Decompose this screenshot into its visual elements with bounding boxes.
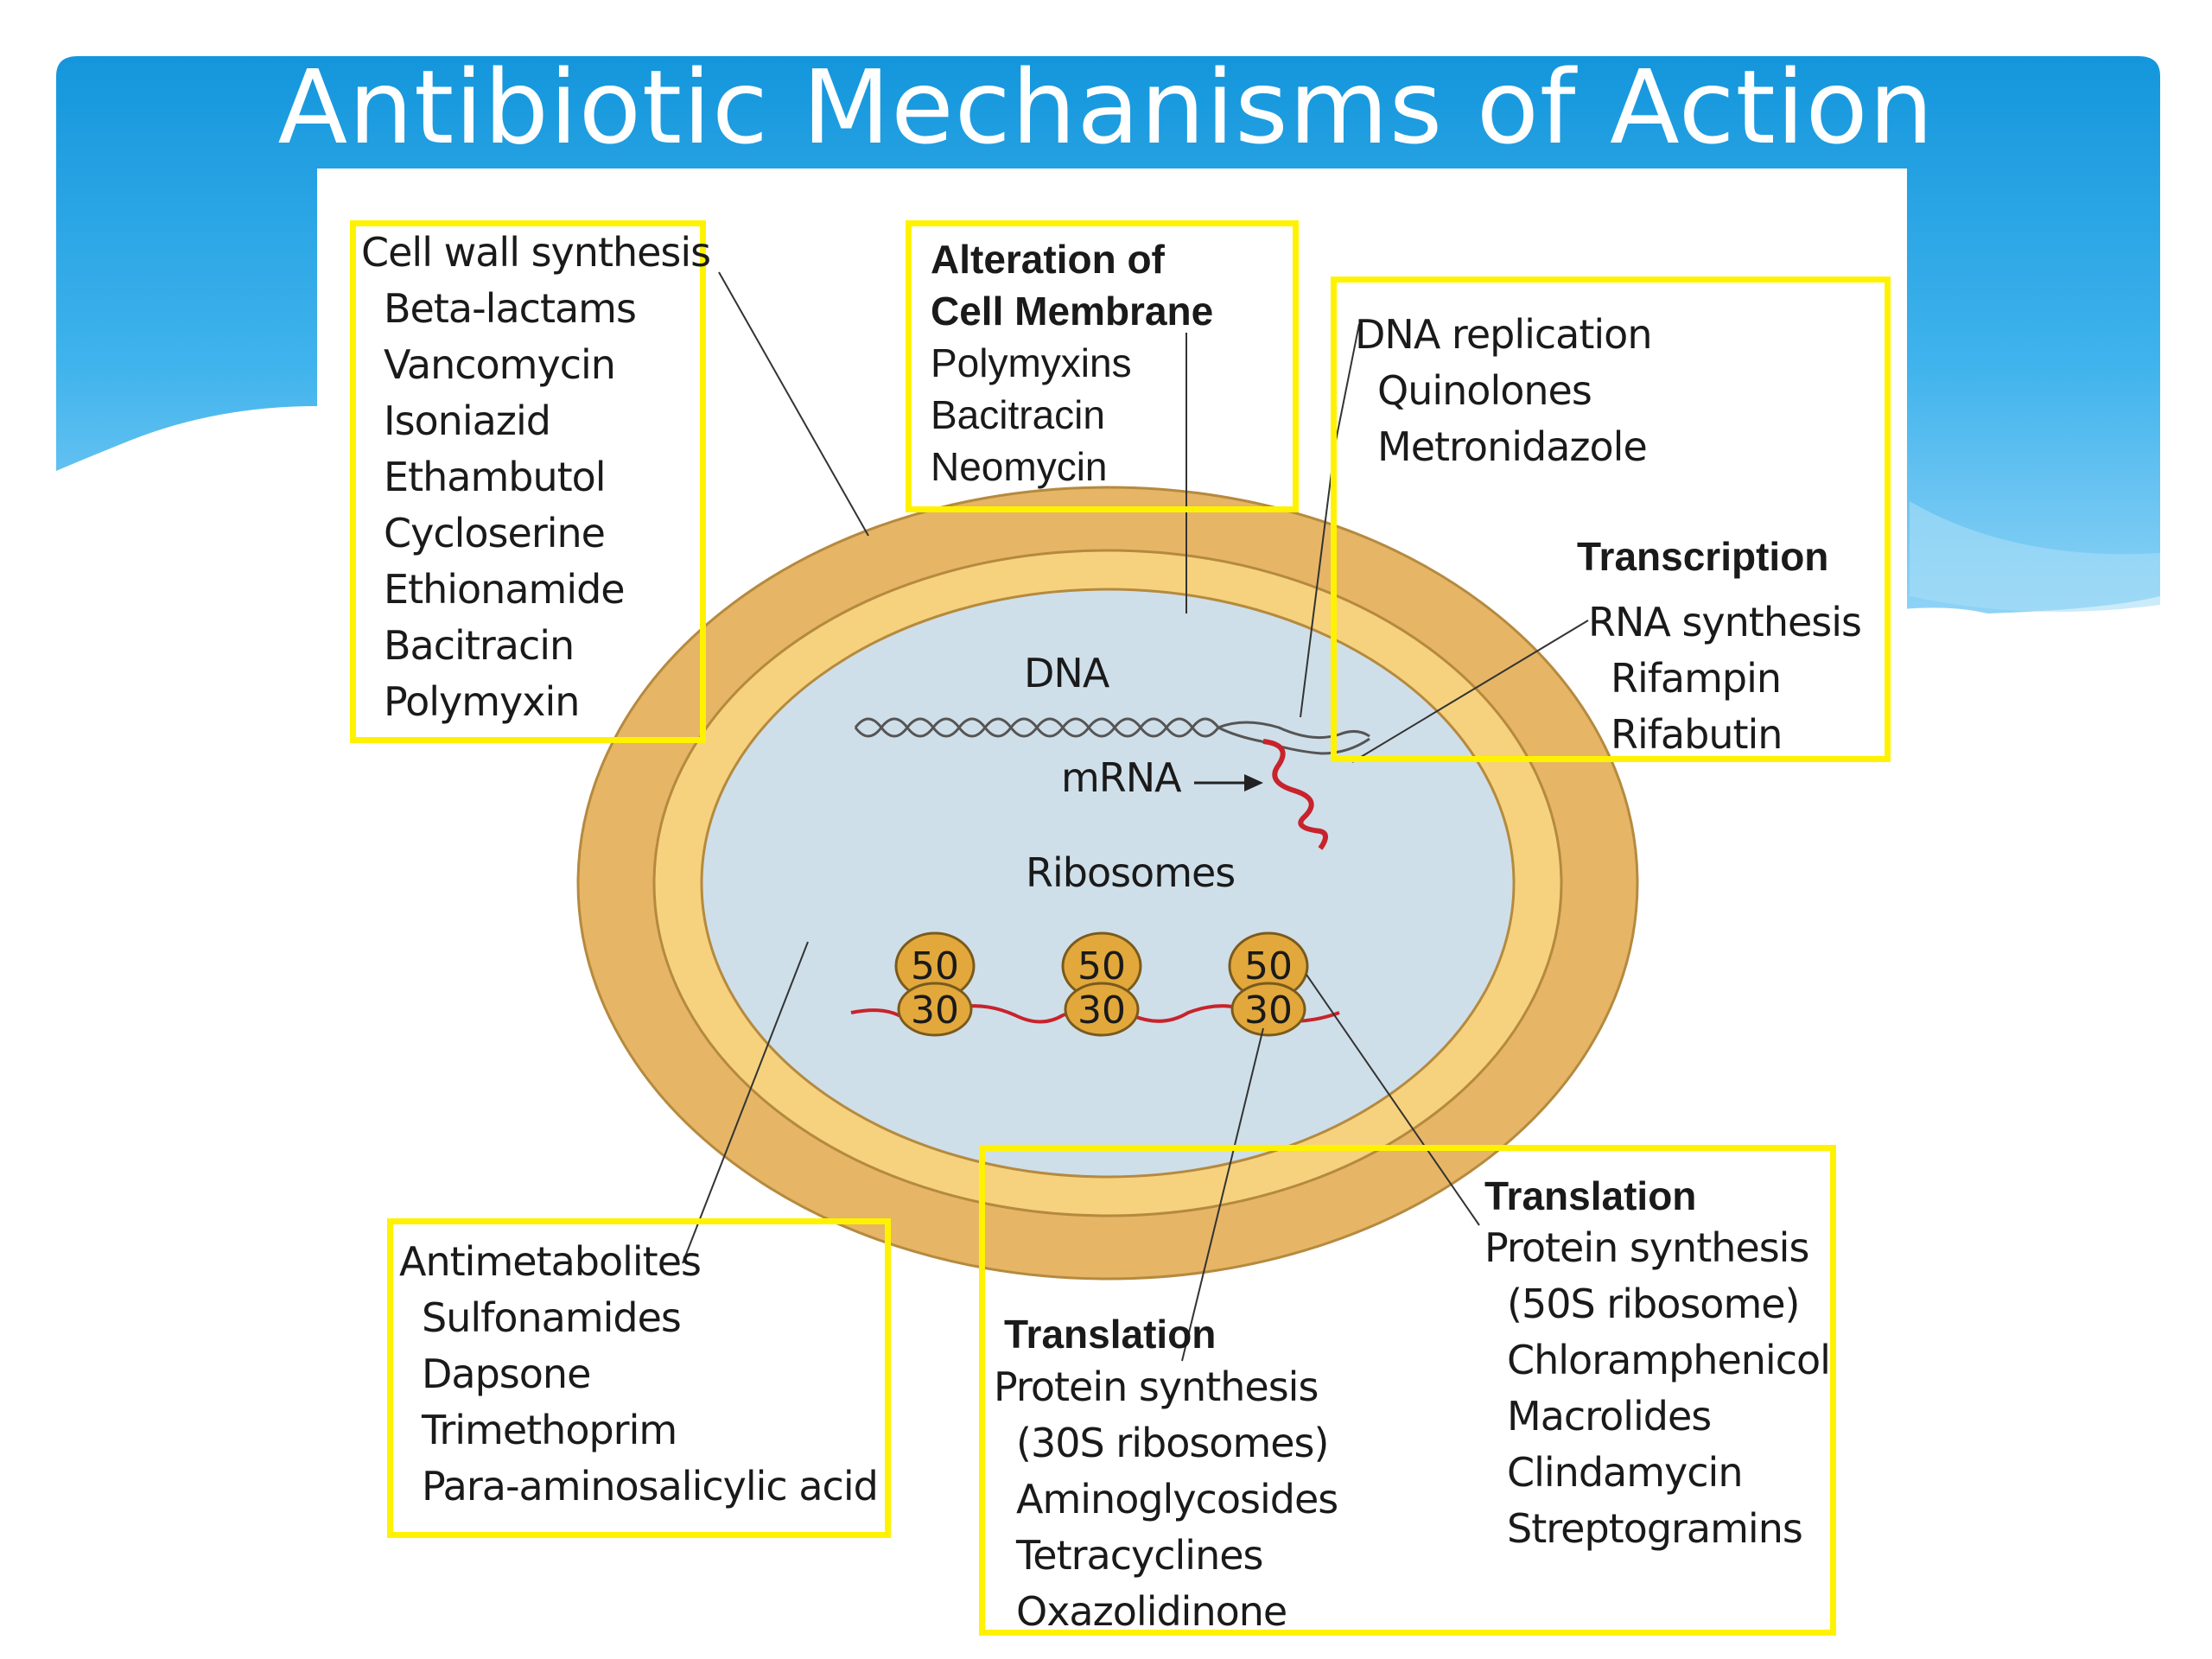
ribosome-2-large-label: 50	[1077, 944, 1126, 988]
leader-translation-30s	[1181, 1027, 1264, 1362]
drug-chloramphenicol: Chloramphenicol	[1507, 1337, 1831, 1383]
antimetabolites-group: Antimetabolites Sulfonamides Dapsone Tri…	[399, 1234, 879, 1515]
antimetabolites-box	[387, 1218, 891, 1538]
ribosome-3-large-label: 50	[1244, 944, 1293, 988]
transcription-group: RNA synthesis Rifampin Rifabutin	[1588, 594, 1862, 763]
leader-translation-50s	[1306, 974, 1480, 1226]
drug-dapsone: Dapsone	[422, 1351, 591, 1397]
membrane-box	[906, 220, 1299, 512]
cell-wall-box	[350, 220, 706, 743]
ribosomes-label: Ribosomes	[1026, 849, 1236, 896]
rna-synthesis-heading: RNA synthesis	[1588, 599, 1862, 645]
translation-30s-group: Protein synthesis (30S ribosomes) Aminog…	[994, 1359, 1338, 1640]
translation-box	[979, 1145, 1836, 1636]
membrane-group: Alteration of Cell Membrane Polymyxins B…	[931, 233, 1213, 493]
dna-label: DNA	[1024, 650, 1109, 696]
drug-vancomycin: Vancomycin	[384, 341, 616, 388]
translation-50s-target: (50S ribosome)	[1507, 1281, 1801, 1327]
drug-para-aminosalicylic-acid: Para-aminosalicylic acid	[422, 1463, 879, 1510]
drug-metronidazole: Metronidazole	[1377, 423, 1648, 470]
ribosome-3-small-label: 30	[1244, 988, 1293, 1033]
mrna-arrowhead	[1244, 774, 1263, 791]
ribosome-1-small-label: 30	[911, 988, 959, 1033]
cell-wall-group: Cell wall synthesis Beta-lactams Vancomy…	[361, 225, 711, 730]
drug-bacitracin: Bacitracin	[384, 622, 575, 669]
drug-streptogramins: Streptogramins	[1507, 1505, 1803, 1552]
drug-bacitracin-membrane: Bacitracin	[931, 392, 1105, 437]
translation-30s-title: Translation	[1004, 1312, 1217, 1357]
drug-oxazolidinone: Oxazolidinone	[1016, 1588, 1287, 1635]
dna-replication-group: DNA replication Quinolones Metronidazole	[1355, 307, 1652, 475]
drug-quinolones: Quinolones	[1377, 367, 1592, 414]
membrane-heading-line2: Cell Membrane	[931, 289, 1214, 334]
drug-ethionamide: Ethionamide	[384, 566, 626, 613]
translation-30s-target: (30S ribosomes)	[1016, 1420, 1329, 1466]
mrna-label: mRNA	[1061, 754, 1182, 801]
drug-macrolides: Macrolides	[1507, 1393, 1712, 1440]
ribosome-2-small-label: 30	[1077, 988, 1126, 1033]
dna-replication-heading: DNA replication	[1355, 311, 1652, 358]
drug-trimethoprim: Trimethoprim	[422, 1407, 677, 1453]
drug-polymyxins: Polymyxins	[931, 340, 1132, 385]
translation-50s-heading: Protein synthesis	[1484, 1224, 1809, 1271]
dna-helix	[854, 717, 1370, 755]
cell-wall-heading: Cell wall synthesis	[361, 229, 711, 276]
ribosome-1-large-label: 50	[911, 944, 959, 988]
leader-cell-wall	[718, 271, 869, 537]
drug-tetracyclines: Tetracyclines	[1016, 1532, 1264, 1579]
ribosome-1	[894, 931, 976, 1037]
drug-ethambutol: Ethambutol	[384, 454, 607, 500]
leader-antimetabolites	[682, 941, 809, 1264]
dna-transcription-box	[1331, 276, 1891, 762]
drug-cycloserine: Cycloserine	[384, 510, 606, 556]
leader-lines	[682, 271, 1589, 1362]
translation-50s-group: Protein synthesis (50S ribosome) Chloram…	[1484, 1220, 1831, 1557]
mrna-strand	[1262, 739, 1328, 850]
leader-transcription	[1351, 620, 1589, 763]
drug-clindamycin: Clindamycin	[1507, 1449, 1743, 1496]
drug-neomycin: Neomycin	[931, 444, 1108, 489]
drug-aminoglycosides: Aminoglycosides	[1016, 1476, 1338, 1522]
ribosome-3	[1228, 931, 1309, 1037]
drug-rifampin: Rifampin	[1611, 655, 1782, 702]
membrane-heading-line1: Alteration of	[931, 237, 1165, 282]
drug-polymyxin: Polymyxin	[384, 678, 580, 725]
drug-rifabutin: Rifabutin	[1611, 711, 1783, 758]
translation-50s-title: Translation	[1484, 1173, 1697, 1218]
antimetabolites-heading: Antimetabolites	[399, 1238, 702, 1285]
translation-30s-heading: Protein synthesis	[994, 1363, 1319, 1410]
drug-sulfonamides: Sulfonamides	[422, 1294, 682, 1341]
drug-isoniazid: Isoniazid	[384, 397, 551, 444]
drug-beta-lactams: Beta-lactams	[384, 285, 637, 332]
slide-title: Antibiotic Mechanisms of Action	[277, 48, 1935, 167]
ribosome-2	[1061, 931, 1142, 1037]
transcription-title: Transcription	[1577, 534, 1829, 579]
